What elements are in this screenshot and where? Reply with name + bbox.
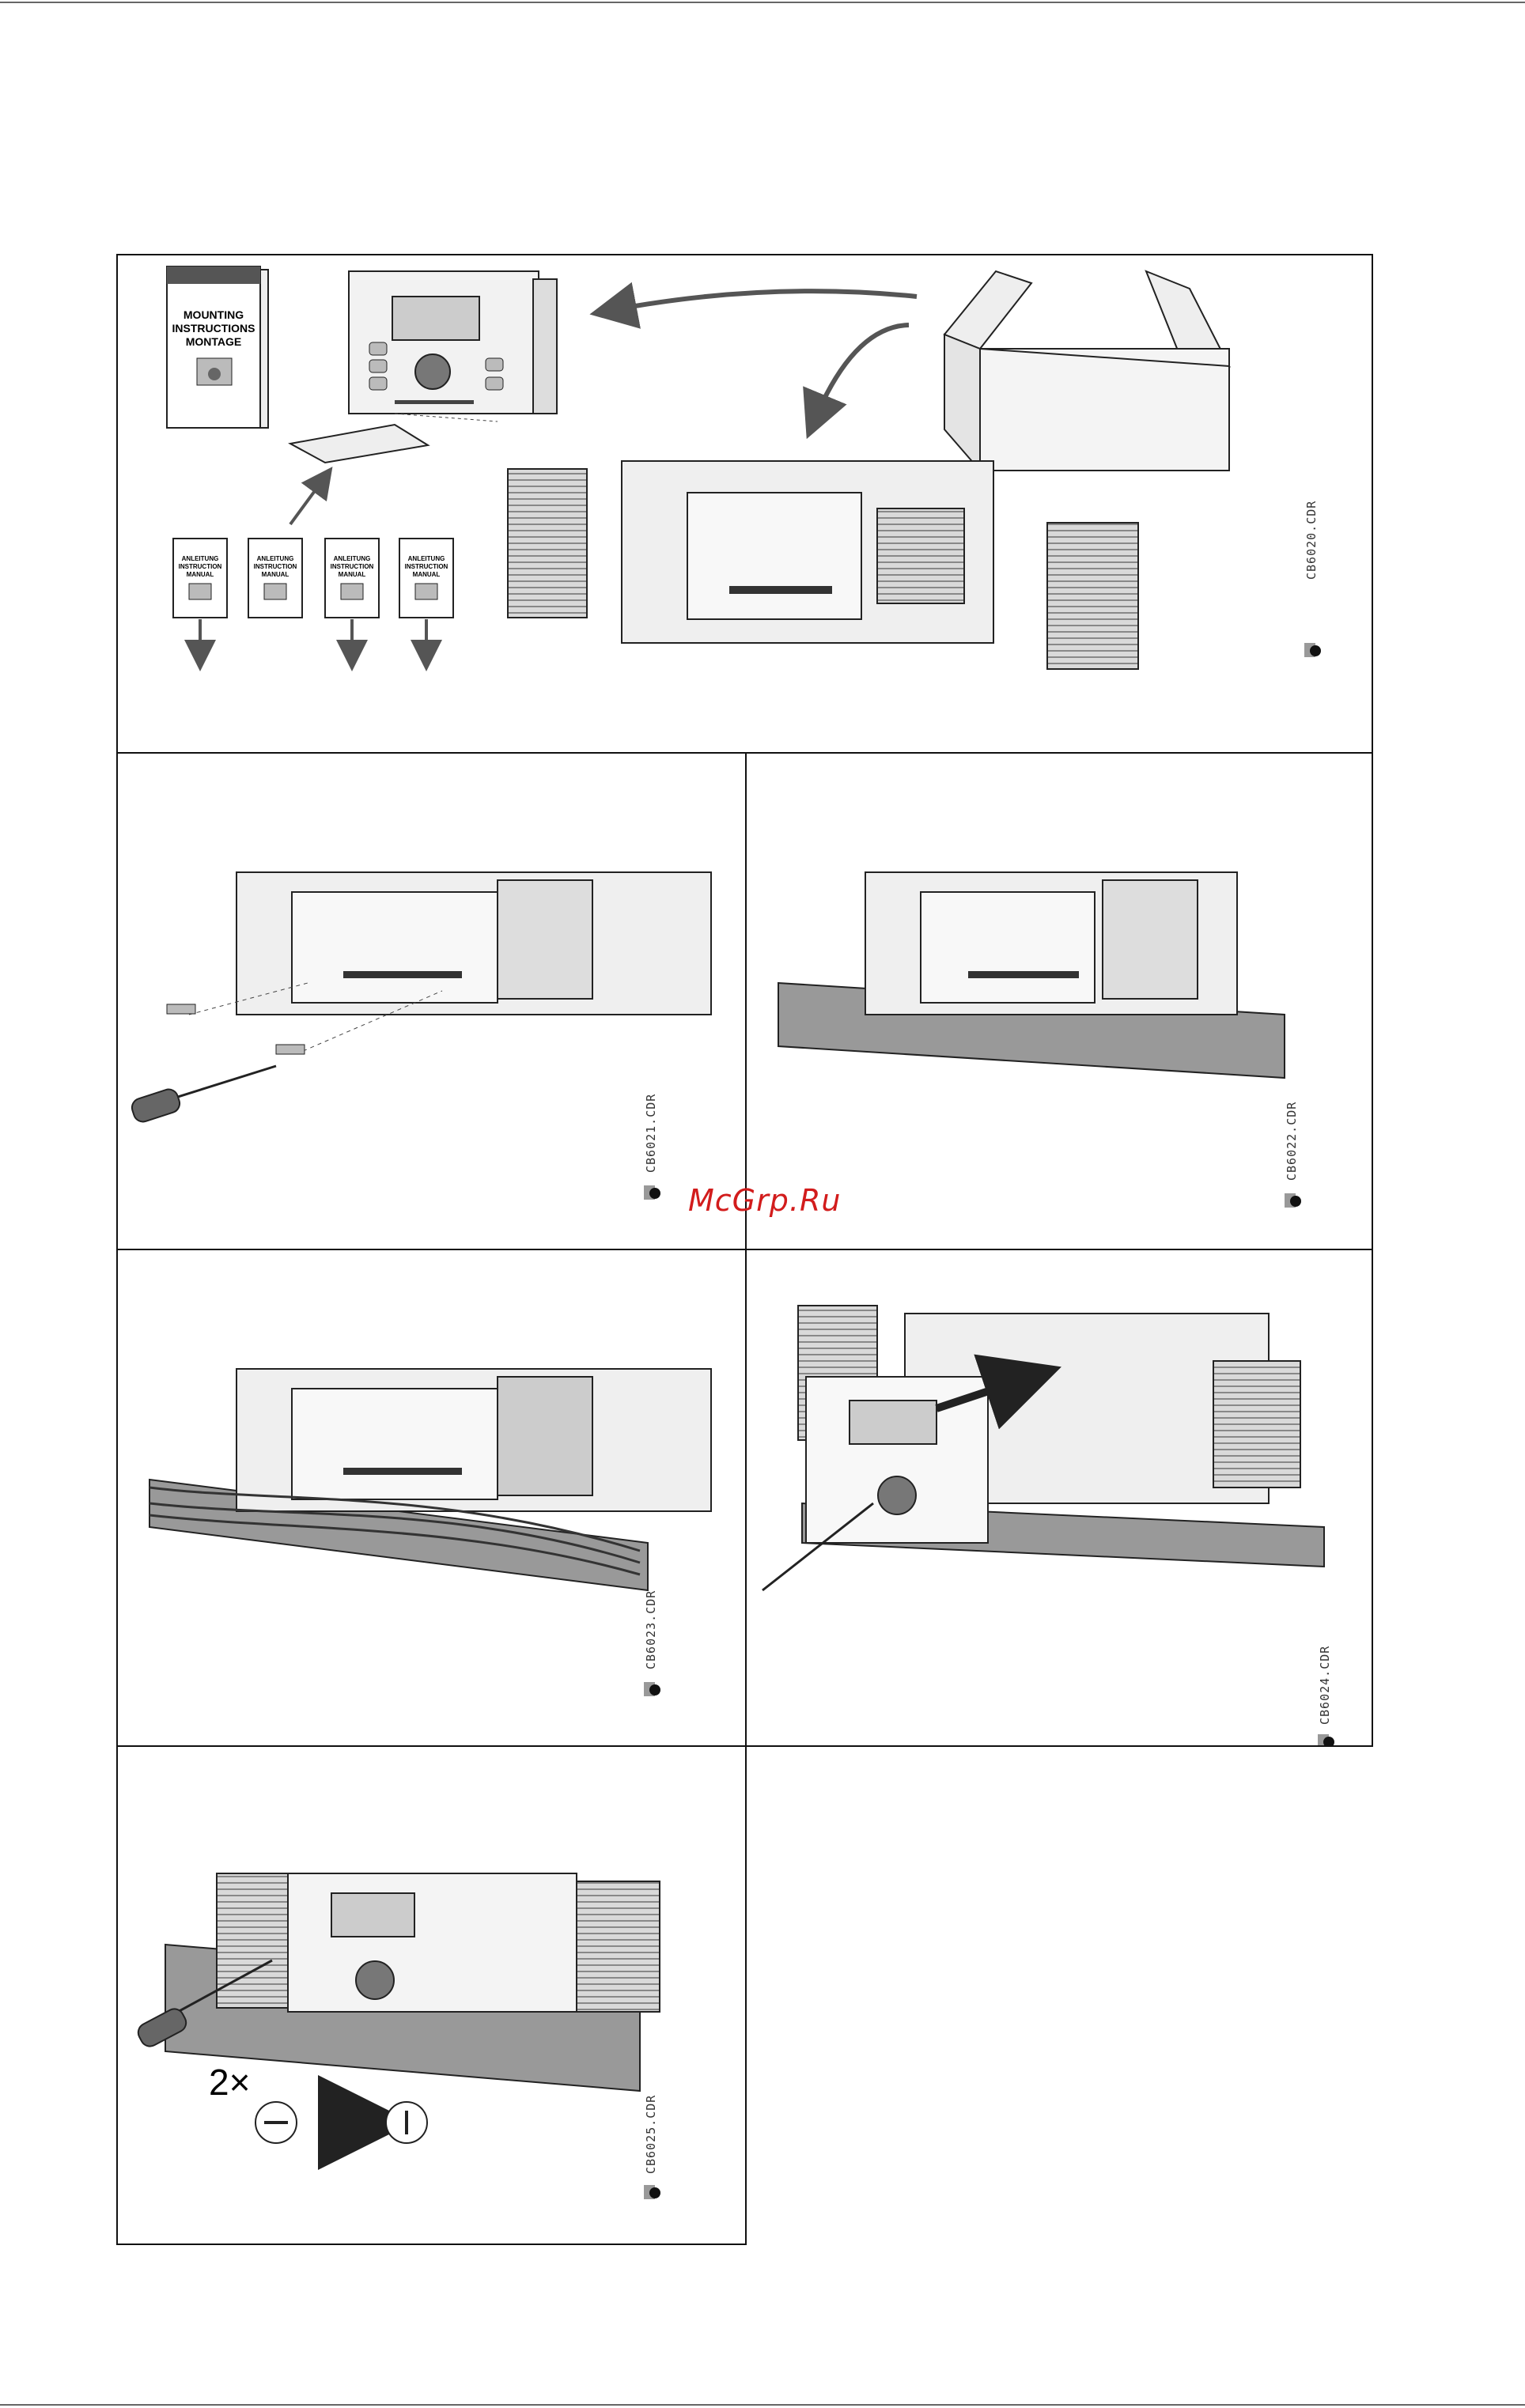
shipping-box: [944, 271, 1229, 471]
watermark-text: McGrp.Ru: [688, 1183, 841, 1218]
manual-2-line-3: MANUAL: [262, 571, 289, 578]
figure-unpacking: MOUNTING INSTRUCTIONS MONTAGE: [116, 254, 1373, 754]
manual-3-line-3: MANUAL: [339, 571, 366, 578]
figure-code-1: CB6020.CDR: [1304, 501, 1319, 580]
page-marker-icon: [1285, 1189, 1302, 1209]
booklet-title-3: MONTAGE: [186, 335, 242, 348]
mount-controller-illustration: [747, 1250, 1373, 1747]
figure-screw-base: CB6021.CDR: [116, 752, 747, 1250]
top-rule: [0, 2, 1525, 3]
manual-2-line-1: ANLEITUNG: [257, 555, 294, 562]
manual-1-line-1: ANLEITUNG: [182, 555, 219, 562]
manual-booklets: ANLEITUNG INSTRUCTION MANUAL ANLEITUNG I…: [173, 477, 453, 659]
figure-cabling: CB6023.CDR: [116, 1249, 747, 1747]
manual-3-line-2: INSTRUCTION: [331, 563, 374, 570]
page-marker-icon: [1318, 1729, 1335, 1747]
cabling-illustration: [118, 1250, 747, 1747]
manual-4-line-3: MANUAL: [413, 571, 441, 578]
terminal-base: [508, 461, 1138, 669]
figure-din-rail: CB6022.CDR: [745, 752, 1373, 1250]
figure-final-screws: 2× CB6025.CDR: [116, 1745, 747, 2245]
page-marker-icon: [644, 2180, 661, 2201]
figure-code-3: CB6022.CDR: [1285, 1102, 1299, 1181]
manual-2-line-2: INSTRUCTION: [254, 563, 297, 570]
page-marker-icon: [644, 1677, 661, 1698]
page-marker-icon: [1304, 638, 1322, 659]
manual-1-line-2: INSTRUCTION: [179, 563, 222, 570]
screw-base-illustration: [118, 754, 747, 1250]
manual-1-line-3: MANUAL: [187, 571, 214, 578]
figure-code-4: CB6023.CDR: [644, 1590, 658, 1669]
manual-4-line-2: INSTRUCTION: [405, 563, 448, 570]
figure-code-2: CB6021.CDR: [644, 1094, 658, 1173]
bottom-rule: [0, 2404, 1525, 2406]
figure-code-6: CB6025.CDR: [644, 2095, 658, 2174]
booklet-title-2: INSTRUCTIONS: [172, 322, 255, 335]
manual-4-line-1: ANLEITUNG: [408, 555, 445, 562]
din-rail-illustration: [747, 754, 1373, 1250]
page-marker-icon: [644, 1181, 661, 1201]
manual-3-line-1: ANLEITUNG: [334, 555, 371, 562]
mounting-booklet: MOUNTING INSTRUCTIONS MONTAGE: [167, 267, 268, 428]
repeat-count-label: 2×: [209, 2062, 250, 2103]
controller-unit: [349, 271, 557, 414]
unpacking-illustration: MOUNTING INSTRUCTIONS MONTAGE: [118, 255, 1373, 754]
booklet-title-1: MOUNTING: [184, 308, 244, 321]
figure-mount-controller: CB6024.CDR: [745, 1249, 1373, 1747]
figure-code-5: CB6024.CDR: [1318, 1646, 1332, 1725]
